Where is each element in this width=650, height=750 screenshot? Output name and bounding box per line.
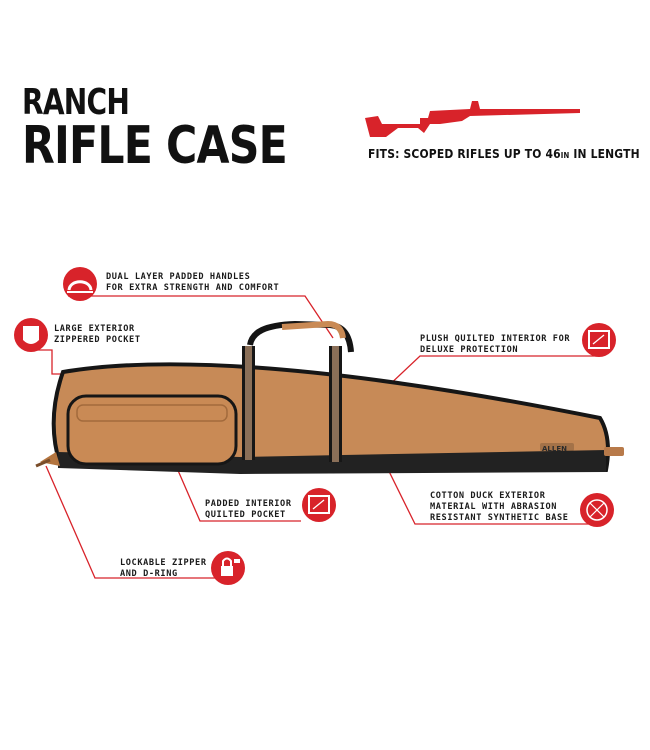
callout-material: COTTON DUCK EXTERIOR MATERIAL WITH ABRAS… xyxy=(430,491,569,524)
callout-zipper: LOCKABLE ZIPPER AND D-RING xyxy=(120,558,207,580)
callout-handles: DUAL LAYER PADDED HANDLES FOR EXTRA STRE… xyxy=(106,272,279,294)
fits-prefix: FITS: SCOPED RIFLES UP TO 46 xyxy=(368,146,561,161)
fits-unit: IN xyxy=(560,151,570,160)
title-line-1: RANCH xyxy=(22,82,130,123)
rifle-icon xyxy=(365,101,580,137)
callout-zipper-line2: AND D-RING xyxy=(120,569,178,579)
rifle-case xyxy=(35,346,624,474)
callout-padded-pocket-line1: PADDED INTERIOR xyxy=(205,499,292,509)
callout-handles-line1: DUAL LAYER PADDED HANDLES xyxy=(106,272,251,282)
quilted-pocket-icon xyxy=(302,488,336,522)
callout-interior-line2: DELUXE PROTECTION xyxy=(420,345,519,355)
title-line-2: RIFLE CASE xyxy=(22,116,288,177)
carry-handles xyxy=(247,320,354,353)
callout-exterior-pocket: LARGE EXTERIOR ZIPPERED POCKET xyxy=(54,324,141,346)
handle-icon xyxy=(63,267,97,301)
fabric-icon xyxy=(580,493,614,527)
page-title: RANCH RIFLE CASE xyxy=(22,82,345,177)
callout-material-line1: COTTON DUCK EXTERIOR xyxy=(430,491,546,501)
callout-padded-pocket-line2: QUILTED POCKET xyxy=(205,510,286,520)
fits-text: FITS: SCOPED RIFLES UP TO 46IN IN LENGTH xyxy=(368,146,640,161)
quilted-interior-icon xyxy=(582,323,616,357)
callout-interior-line1: PLUSH QUILTED INTERIOR FOR xyxy=(420,334,571,344)
lock-zipper-icon xyxy=(211,551,245,585)
callout-exterior-pocket-line1: LARGE EXTERIOR xyxy=(54,324,135,334)
callout-material-line3: RESISTANT SYNTHETIC BASE xyxy=(430,513,569,523)
brand-logo: ALLEN xyxy=(542,445,567,453)
pocket-icon xyxy=(14,318,48,352)
callout-material-line2: MATERIAL WITH ABRASION xyxy=(430,502,558,512)
fits-suffix: IN LENGTH xyxy=(569,146,640,161)
callout-handles-line2: FOR EXTRA STRENGTH AND COMFORT xyxy=(106,283,280,293)
callout-zipper-line1: LOCKABLE ZIPPER xyxy=(120,558,207,568)
callout-exterior-pocket-line2: ZIPPERED POCKET xyxy=(54,335,141,345)
callout-padded-pocket: PADDED INTERIOR QUILTED POCKET xyxy=(205,499,292,521)
callout-interior: PLUSH QUILTED INTERIOR FOR DELUXE PROTEC… xyxy=(420,334,570,356)
